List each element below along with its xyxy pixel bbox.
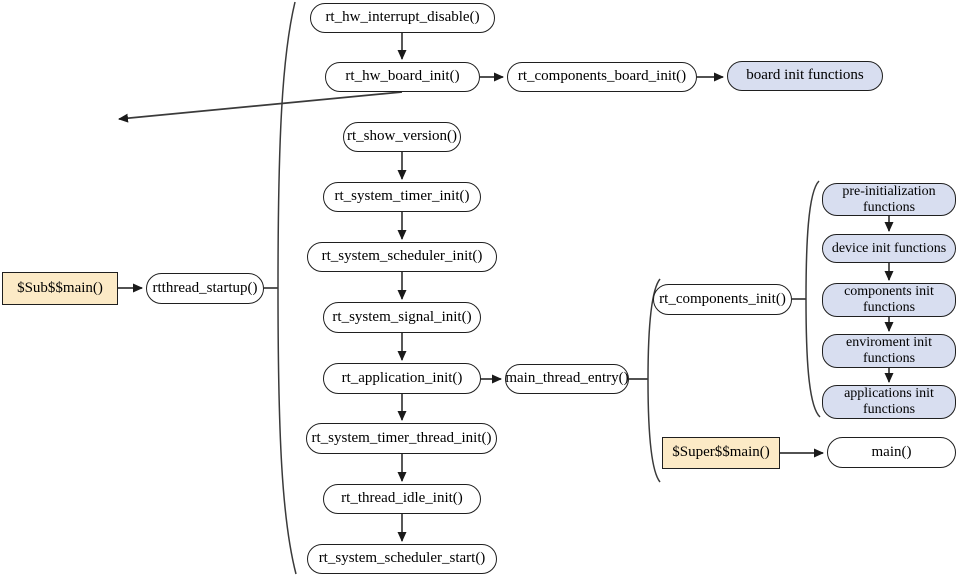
node-board-init-functions: board init functions (727, 61, 883, 91)
node-label-rt-system-timer-thread-init: rt_system_timer_thread_init() (311, 429, 492, 446)
node-label-board-init-functions: board init functions (746, 67, 864, 84)
node-label-rt-system-scheduler-init: rt_system_scheduler_init() (321, 248, 483, 265)
node-label-sub-main: $Sub$$main() (17, 279, 103, 296)
node-label-rt-components-init: rt_components_init() (659, 290, 786, 307)
node-label-components-init-functions: components init functions (844, 284, 934, 315)
node-rt-system-scheduler-start: rt_system_scheduler_start() (307, 544, 497, 574)
connector-board-init-to-show-version (118, 91, 403, 123)
node-device-init-functions: device init functions (822, 234, 956, 263)
node-rt-hw-interrupt-disable: rt_hw_interrupt_disable() (310, 3, 495, 33)
node-label-rt-system-signal-init: rt_system_signal_init() (332, 308, 472, 325)
node-rt-thread-idle-init: rt_thread_idle_init() (323, 484, 481, 514)
node-applications-init-functions: applications init functions (822, 385, 956, 419)
node-rt-components-board-init: rt_components_board_init() (507, 62, 697, 92)
node-sub-main: $Sub$$main() (2, 272, 118, 305)
node-rt-system-scheduler-init: rt_system_scheduler_init() (307, 242, 497, 272)
node-label-rt-thread-idle-init: rt_thread_idle_init() (341, 490, 463, 507)
node-label-rt-show-version: rt_show_version() (347, 128, 457, 145)
node-label-rt-system-scheduler-start: rt_system_scheduler_start() (318, 550, 486, 567)
node-rt-system-timer-init: rt_system_timer_init() (323, 182, 481, 212)
node-rt-system-timer-thread-init: rt_system_timer_thread_init() (306, 423, 497, 454)
node-rt-show-version: rt_show_version() (343, 122, 461, 152)
node-label-main: main() (871, 443, 912, 460)
node-rt-application-init: rt_application_init() (323, 363, 481, 394)
node-label-rt-components-board-init: rt_components_board_init() (517, 68, 687, 85)
node-label-rt-system-timer-init: rt_system_timer_init() (334, 188, 470, 205)
node-super-main: $Super$$main() (662, 437, 780, 469)
node-rtthread-startup: rtthread_startup() (146, 273, 264, 304)
node-pre-initialization-functions: pre-initialization functions (822, 183, 956, 216)
node-label-rtthread-startup: rtthread_startup() (152, 279, 258, 296)
node-components-init-functions: components init functions (822, 283, 956, 317)
node-rt-system-signal-init: rt_system_signal_init() (323, 302, 481, 333)
node-rt-hw-board-init: rt_hw_board_init() (325, 62, 480, 92)
node-main: main() (827, 437, 956, 468)
node-label-applications-init-functions: applications init functions (844, 386, 934, 417)
node-rt-components-init: rt_components_init() (653, 284, 792, 315)
node-label-enviroment-init-functions: enviroment init functions (846, 335, 932, 366)
components-init-group-brace (805, 180, 821, 418)
node-label-main-thread-entry: main_thread_entry() (505, 370, 629, 387)
startup-group-brace (277, 1, 297, 575)
node-label-rt-hw-interrupt-disable: rt_hw_interrupt_disable() (325, 9, 480, 26)
node-label-pre-initialization-functions: pre-initialization functions (842, 183, 936, 215)
node-enviroment-init-functions: enviroment init functions (822, 334, 956, 368)
node-label-device-init-functions: device init functions (831, 240, 947, 256)
node-label-rt-hw-board-init: rt_hw_board_init() (345, 68, 460, 85)
node-label-super-main: $Super$$main() (672, 444, 770, 461)
node-label-rt-application-init: rt_application_init() (341, 369, 463, 386)
node-main-thread-entry: main_thread_entry() (505, 364, 629, 394)
